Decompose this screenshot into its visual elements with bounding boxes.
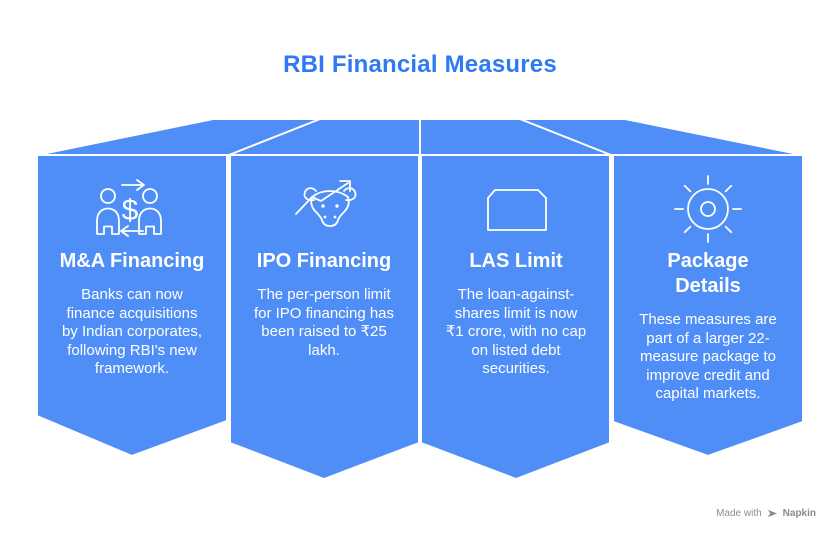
panel-3-body: The loan-against- shares limit is now ₹1… — [445, 286, 587, 377]
panel-4-title: Package Details — [667, 250, 749, 297]
panel-1-text: M&A Financing Banks can now finance acqu… — [37, 249, 227, 379]
watermark: Made with Napkin — [716, 508, 816, 519]
panel-3-text: LAS Limit The loan-against- shares limit… — [421, 249, 611, 379]
panel-2-body: The per-person limit for IPO financing h… — [253, 286, 395, 359]
svg-text:$: $ — [122, 194, 139, 227]
panel-1-body: Banks can now finance acquisitions by In… — [61, 286, 203, 377]
panel-4-text: Package Details These measures are part … — [613, 249, 803, 404]
panel-4-banner — [612, 154, 804, 457]
people-exchange-icon: $ — [96, 179, 162, 237]
panel-1-banner — [36, 154, 228, 457]
share-card-icon — [487, 189, 547, 231]
panel-4-body: These measures are part of a larger 22- … — [639, 311, 777, 402]
panel-2-banner — [229, 154, 420, 480]
panel-1-title: M&A Financing — [59, 250, 205, 272]
panel-2-text: IPO Financing The per-person limit for I… — [229, 249, 419, 360]
watermark-brand: Napkin — [782, 508, 816, 519]
ribbon-back-fold — [36, 118, 804, 156]
page-title: RBI Financial Measures — [283, 51, 557, 78]
panel-3-title: LAS Limit — [469, 250, 563, 272]
napkin-pen-icon — [767, 509, 777, 518]
watermark-prefix: Made with — [716, 508, 762, 519]
sun-burst-icon — [674, 175, 742, 243]
bull-market-icon — [295, 180, 357, 227]
panel-2-title: IPO Financing — [256, 250, 392, 272]
panel-3-banner — [420, 154, 611, 480]
